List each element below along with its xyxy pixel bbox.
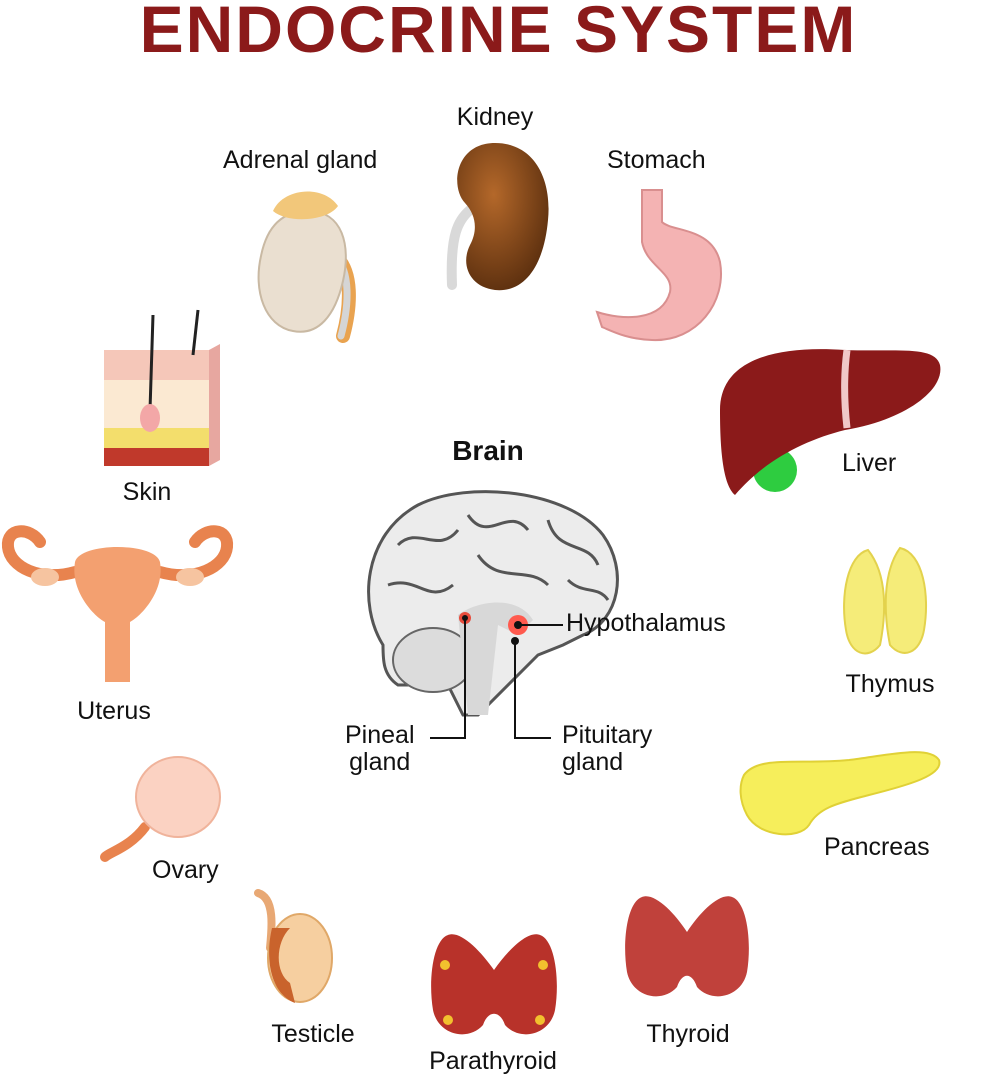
- skin-label: Skin: [122, 478, 172, 506]
- pituitary-label-line1: Pituitary: [562, 721, 653, 749]
- pineal-gland-label: Pineal gland: [345, 722, 415, 776]
- brain-title: Brain: [452, 435, 524, 466]
- hypothalamus-label: Hypothalamus: [566, 609, 726, 637]
- pancreas-icon: [739, 751, 941, 836]
- liver-label: Liver: [842, 449, 897, 477]
- thyroid-label: Thyroid: [646, 1020, 730, 1048]
- adrenal-gland-label: Adrenal gland: [223, 146, 378, 174]
- thyroid-icon: [625, 896, 749, 997]
- parathyroid-icon: [431, 934, 557, 1035]
- liver-icon: [720, 349, 941, 495]
- pancreas-label: Pancreas: [824, 833, 930, 861]
- brain-icon: [367, 490, 619, 739]
- pineal-label-line2: gland: [349, 748, 411, 776]
- thymus-icon: [843, 546, 927, 655]
- adrenal-gland-icon: [257, 191, 356, 343]
- parathyroid-label: Parathyroid: [429, 1047, 557, 1075]
- ovary-label: Ovary: [152, 856, 219, 884]
- thymus-label: Thymus: [845, 670, 935, 698]
- stomach-icon: [595, 189, 722, 342]
- uterus-label: Uterus: [77, 697, 151, 725]
- uterus-icon: [2, 525, 233, 682]
- pituitary-label-line2: gland: [562, 748, 624, 776]
- testicle-label: Testicle: [271, 1020, 355, 1048]
- diagram-title: ENDOCRINE SYSTEM: [139, 0, 858, 66]
- ovary-icon: [100, 756, 221, 862]
- pineal-label-line1: Pineal: [345, 721, 415, 749]
- kidney-icon: [446, 143, 549, 291]
- stomach-label: Stomach: [607, 146, 706, 174]
- testicle-icon: [254, 889, 333, 1003]
- kidney-label: Kidney: [456, 103, 534, 131]
- pituitary-gland-label: Pituitary gland: [562, 722, 652, 776]
- skin-icon: [104, 309, 220, 466]
